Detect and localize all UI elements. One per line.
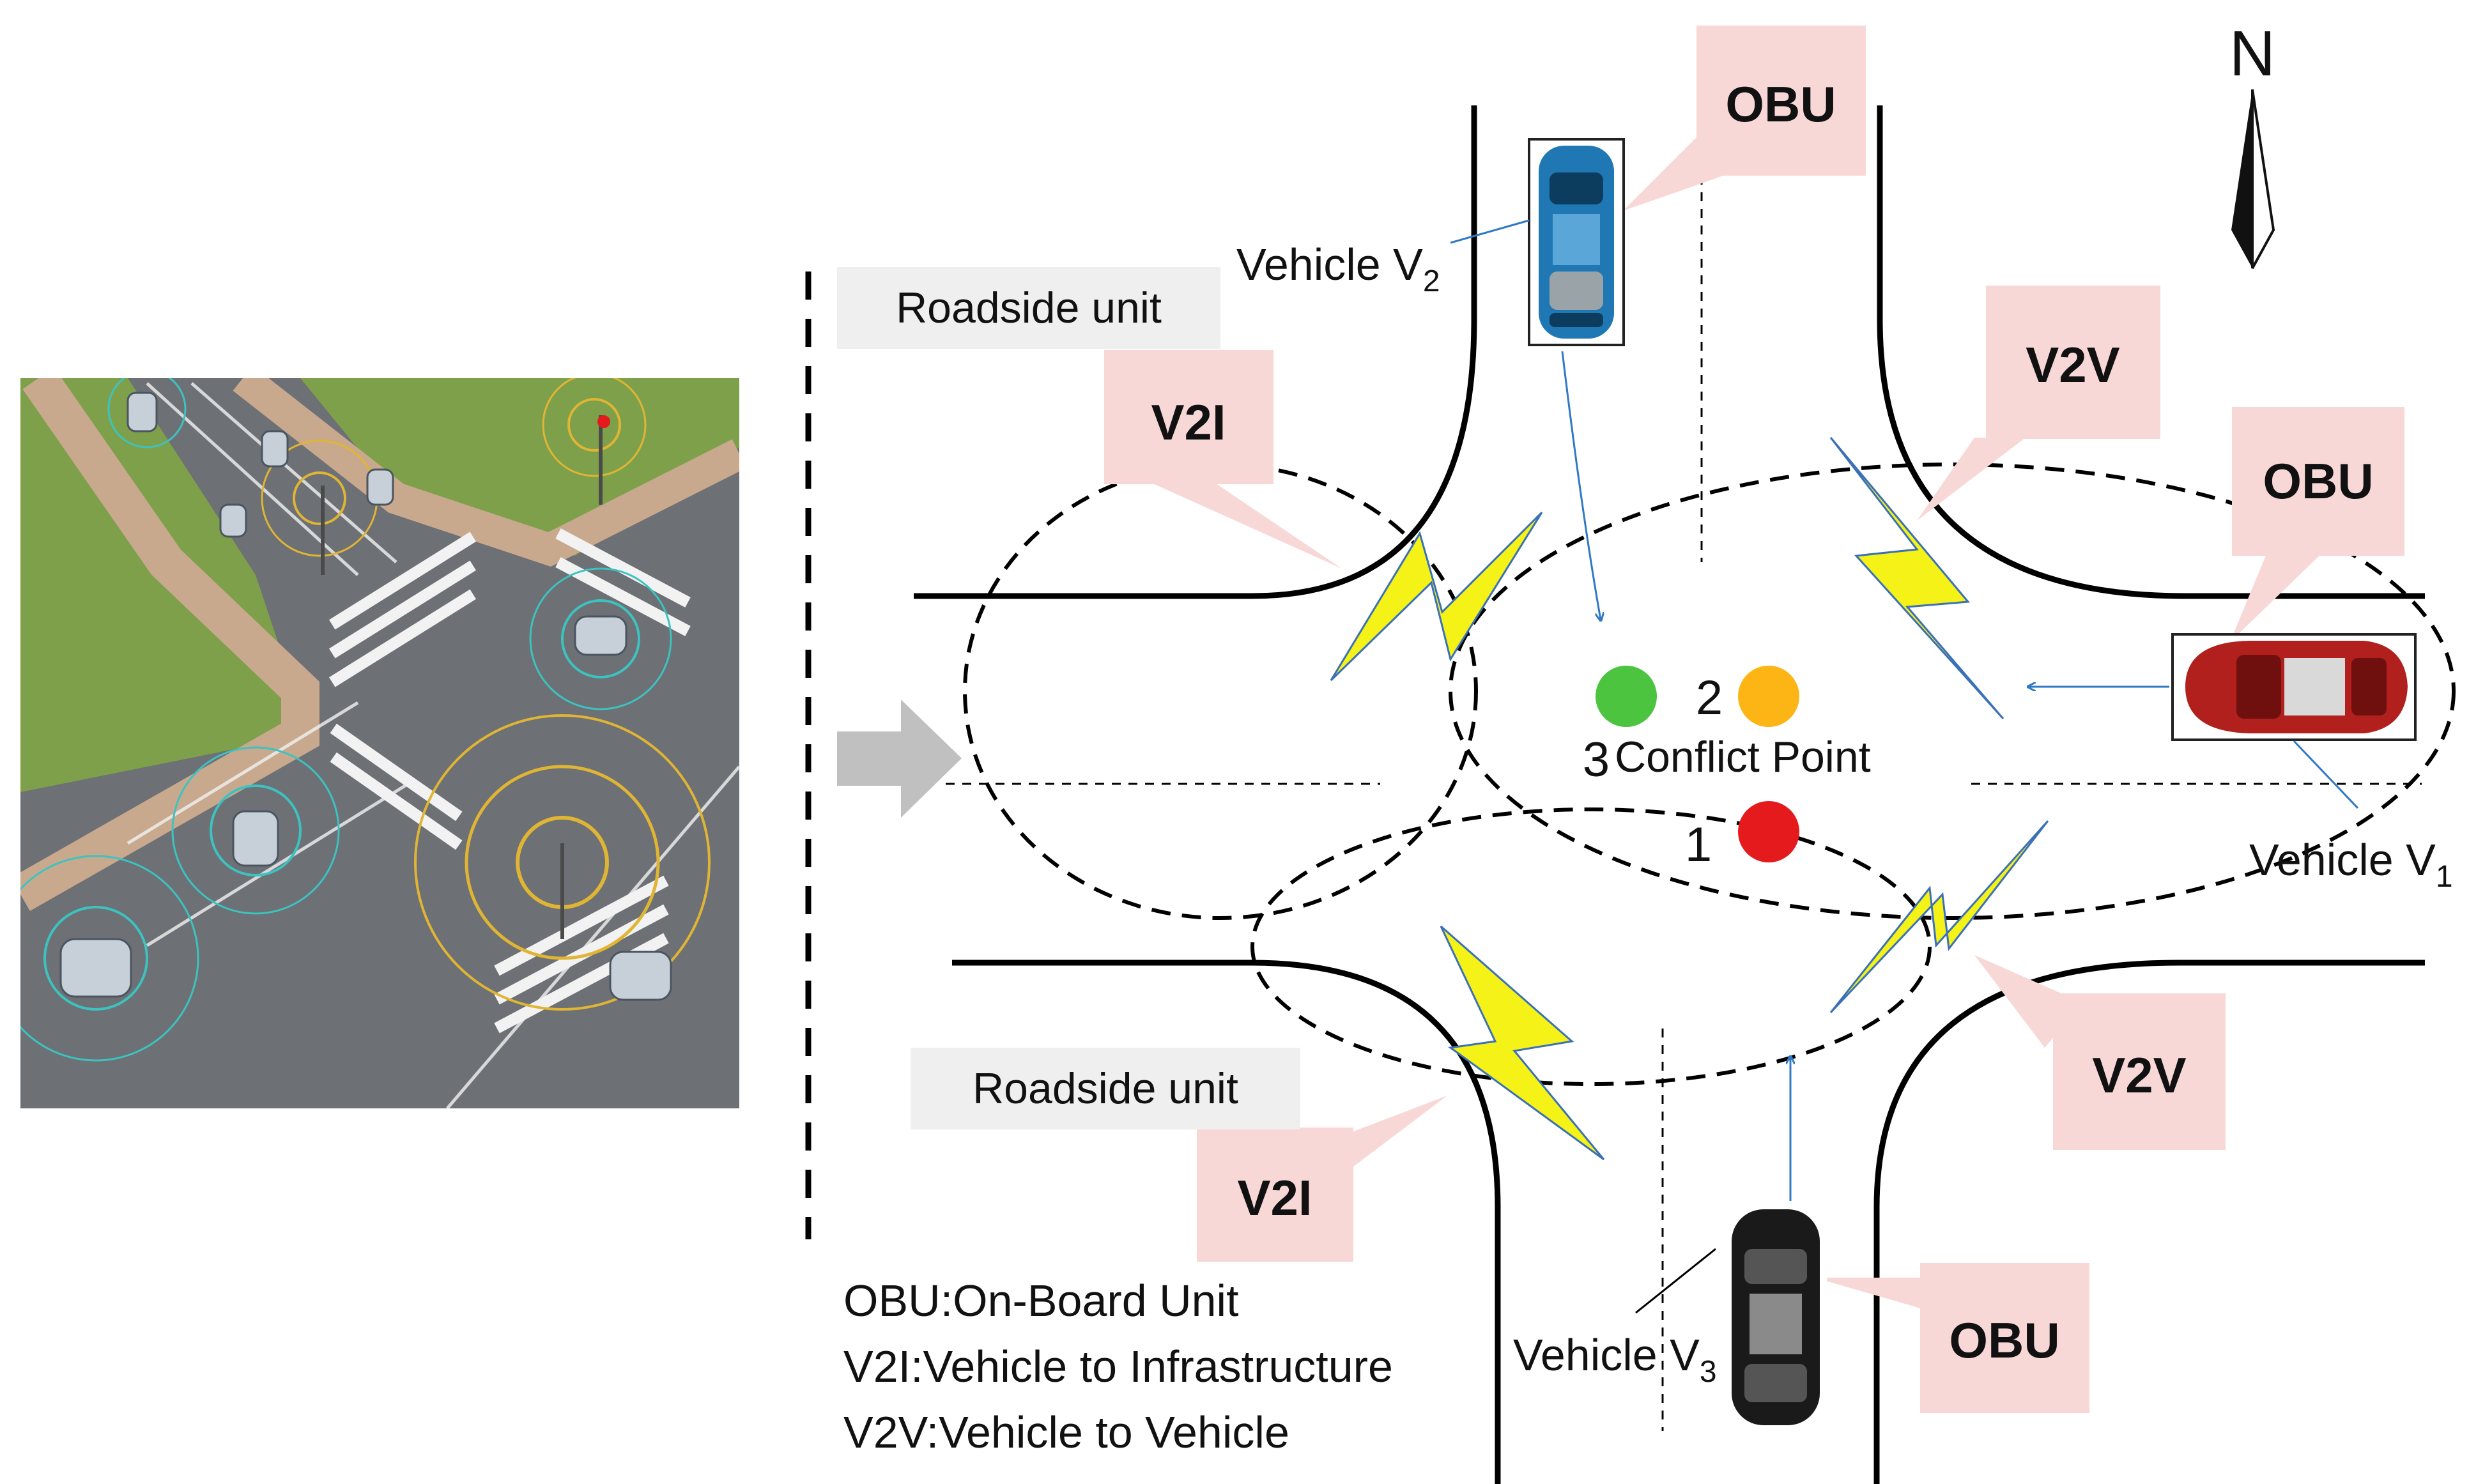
- range-ellipse-south: [1250, 807, 1932, 1086]
- sidewalk: [20, 378, 319, 912]
- legend: OBU:On-Board Unit V2I:Vehicle to Infrast…: [843, 1276, 1393, 1457]
- conflict-point-3: [1596, 666, 1657, 727]
- conflict-points: 2 3 1 Conflict Point: [1583, 666, 1871, 872]
- vehicle-v1-label: Vehicle V1: [2249, 835, 2453, 894]
- v2v-label: V2V: [2092, 1047, 2186, 1103]
- label-leader: [1450, 219, 1530, 244]
- centre-lines: [946, 176, 2422, 1431]
- lightning-bolt-icon: [1829, 820, 2049, 1014]
- vehicle-v2-label: Vehicle V2: [1236, 240, 1440, 298]
- callout-obu-v1: OBU: [2232, 407, 2404, 556]
- callout-obu-v3: OBU: [1920, 1263, 2089, 1413]
- vehicle-v3-label: Vehicle V3: [1513, 1330, 1717, 1389]
- compass-arrow-icon: [2231, 89, 2252, 268]
- lightning-bolt-icon: [1829, 437, 2004, 720]
- sidewalk: [233, 378, 739, 567]
- label-leader: [1635, 1248, 1716, 1314]
- legend-item: OBU:On-Board Unit: [843, 1276, 1239, 1326]
- obu-label: OBU: [1725, 76, 1836, 132]
- conflict-point-label: Conflict Point: [1615, 733, 1871, 781]
- callout-v2i-nw: V2I: [1104, 350, 1273, 484]
- obu-label: OBU: [1949, 1312, 2059, 1368]
- intersection-illustration: [20, 378, 739, 1108]
- compass-north-letter: N: [2229, 18, 2275, 89]
- wireless-links: [1330, 437, 2049, 1161]
- callout-obu-v2: OBU: [1696, 26, 1866, 176]
- v2i-label: V2I: [1237, 1170, 1312, 1226]
- north-compass: N: [2229, 18, 2275, 269]
- road-edges: [914, 105, 2425, 1484]
- roadside-unit-label: Roadside unit: [973, 1064, 1238, 1113]
- obu-label: OBU: [2263, 453, 2373, 509]
- label-leader: [2293, 740, 2359, 809]
- vehicle-v2: [1528, 138, 1625, 346]
- road-edge-sw: [952, 960, 1501, 1484]
- roadside-unit-north: Roadside unit: [837, 267, 1220, 349]
- vehicle-v1: [2171, 633, 2417, 741]
- road-edge-se: [1873, 960, 2425, 1484]
- callout-v2v-ne: V2V: [1986, 286, 2160, 439]
- range-ellipse-east: [1449, 463, 2456, 920]
- arrow-v2-south: [1561, 351, 1601, 620]
- lightning-bolt-icon: [1440, 925, 1605, 1161]
- legend-item: V2V:Vehicle to Vehicle: [843, 1407, 1289, 1457]
- conflict-point-number: 1: [1685, 818, 1712, 872]
- compass-arrow-icon: [2251, 89, 2275, 269]
- vehicle-v3: [1723, 1204, 1827, 1431]
- callout-v2v-se: V2V: [2053, 993, 2226, 1150]
- range-ellipse-west: [963, 463, 1478, 920]
- lightning-bolt-icon: [1330, 511, 1543, 682]
- conflict-point-1: [1738, 801, 1799, 862]
- legend-item: V2I:Vehicle to Infrastructure: [843, 1342, 1393, 1391]
- roadside-unit-label: Roadside unit: [896, 284, 1162, 332]
- conflict-point-number: 2: [1696, 671, 1723, 725]
- conflict-point-number: 3: [1583, 733, 1610, 787]
- callout-v2i-sw: V2I: [1197, 1128, 1353, 1262]
- transition-arrow: [837, 700, 962, 818]
- road-edge-ne: [1877, 105, 2425, 599]
- motion-arrows: [1561, 351, 2169, 1201]
- conflict-point-2: [1738, 666, 1799, 727]
- v2i-label: V2I: [1151, 394, 1226, 450]
- roadside-unit-south: Roadside unit: [911, 1048, 1300, 1129]
- v2v-label: V2V: [2026, 337, 2119, 393]
- road-edge-nw: [914, 105, 1477, 599]
